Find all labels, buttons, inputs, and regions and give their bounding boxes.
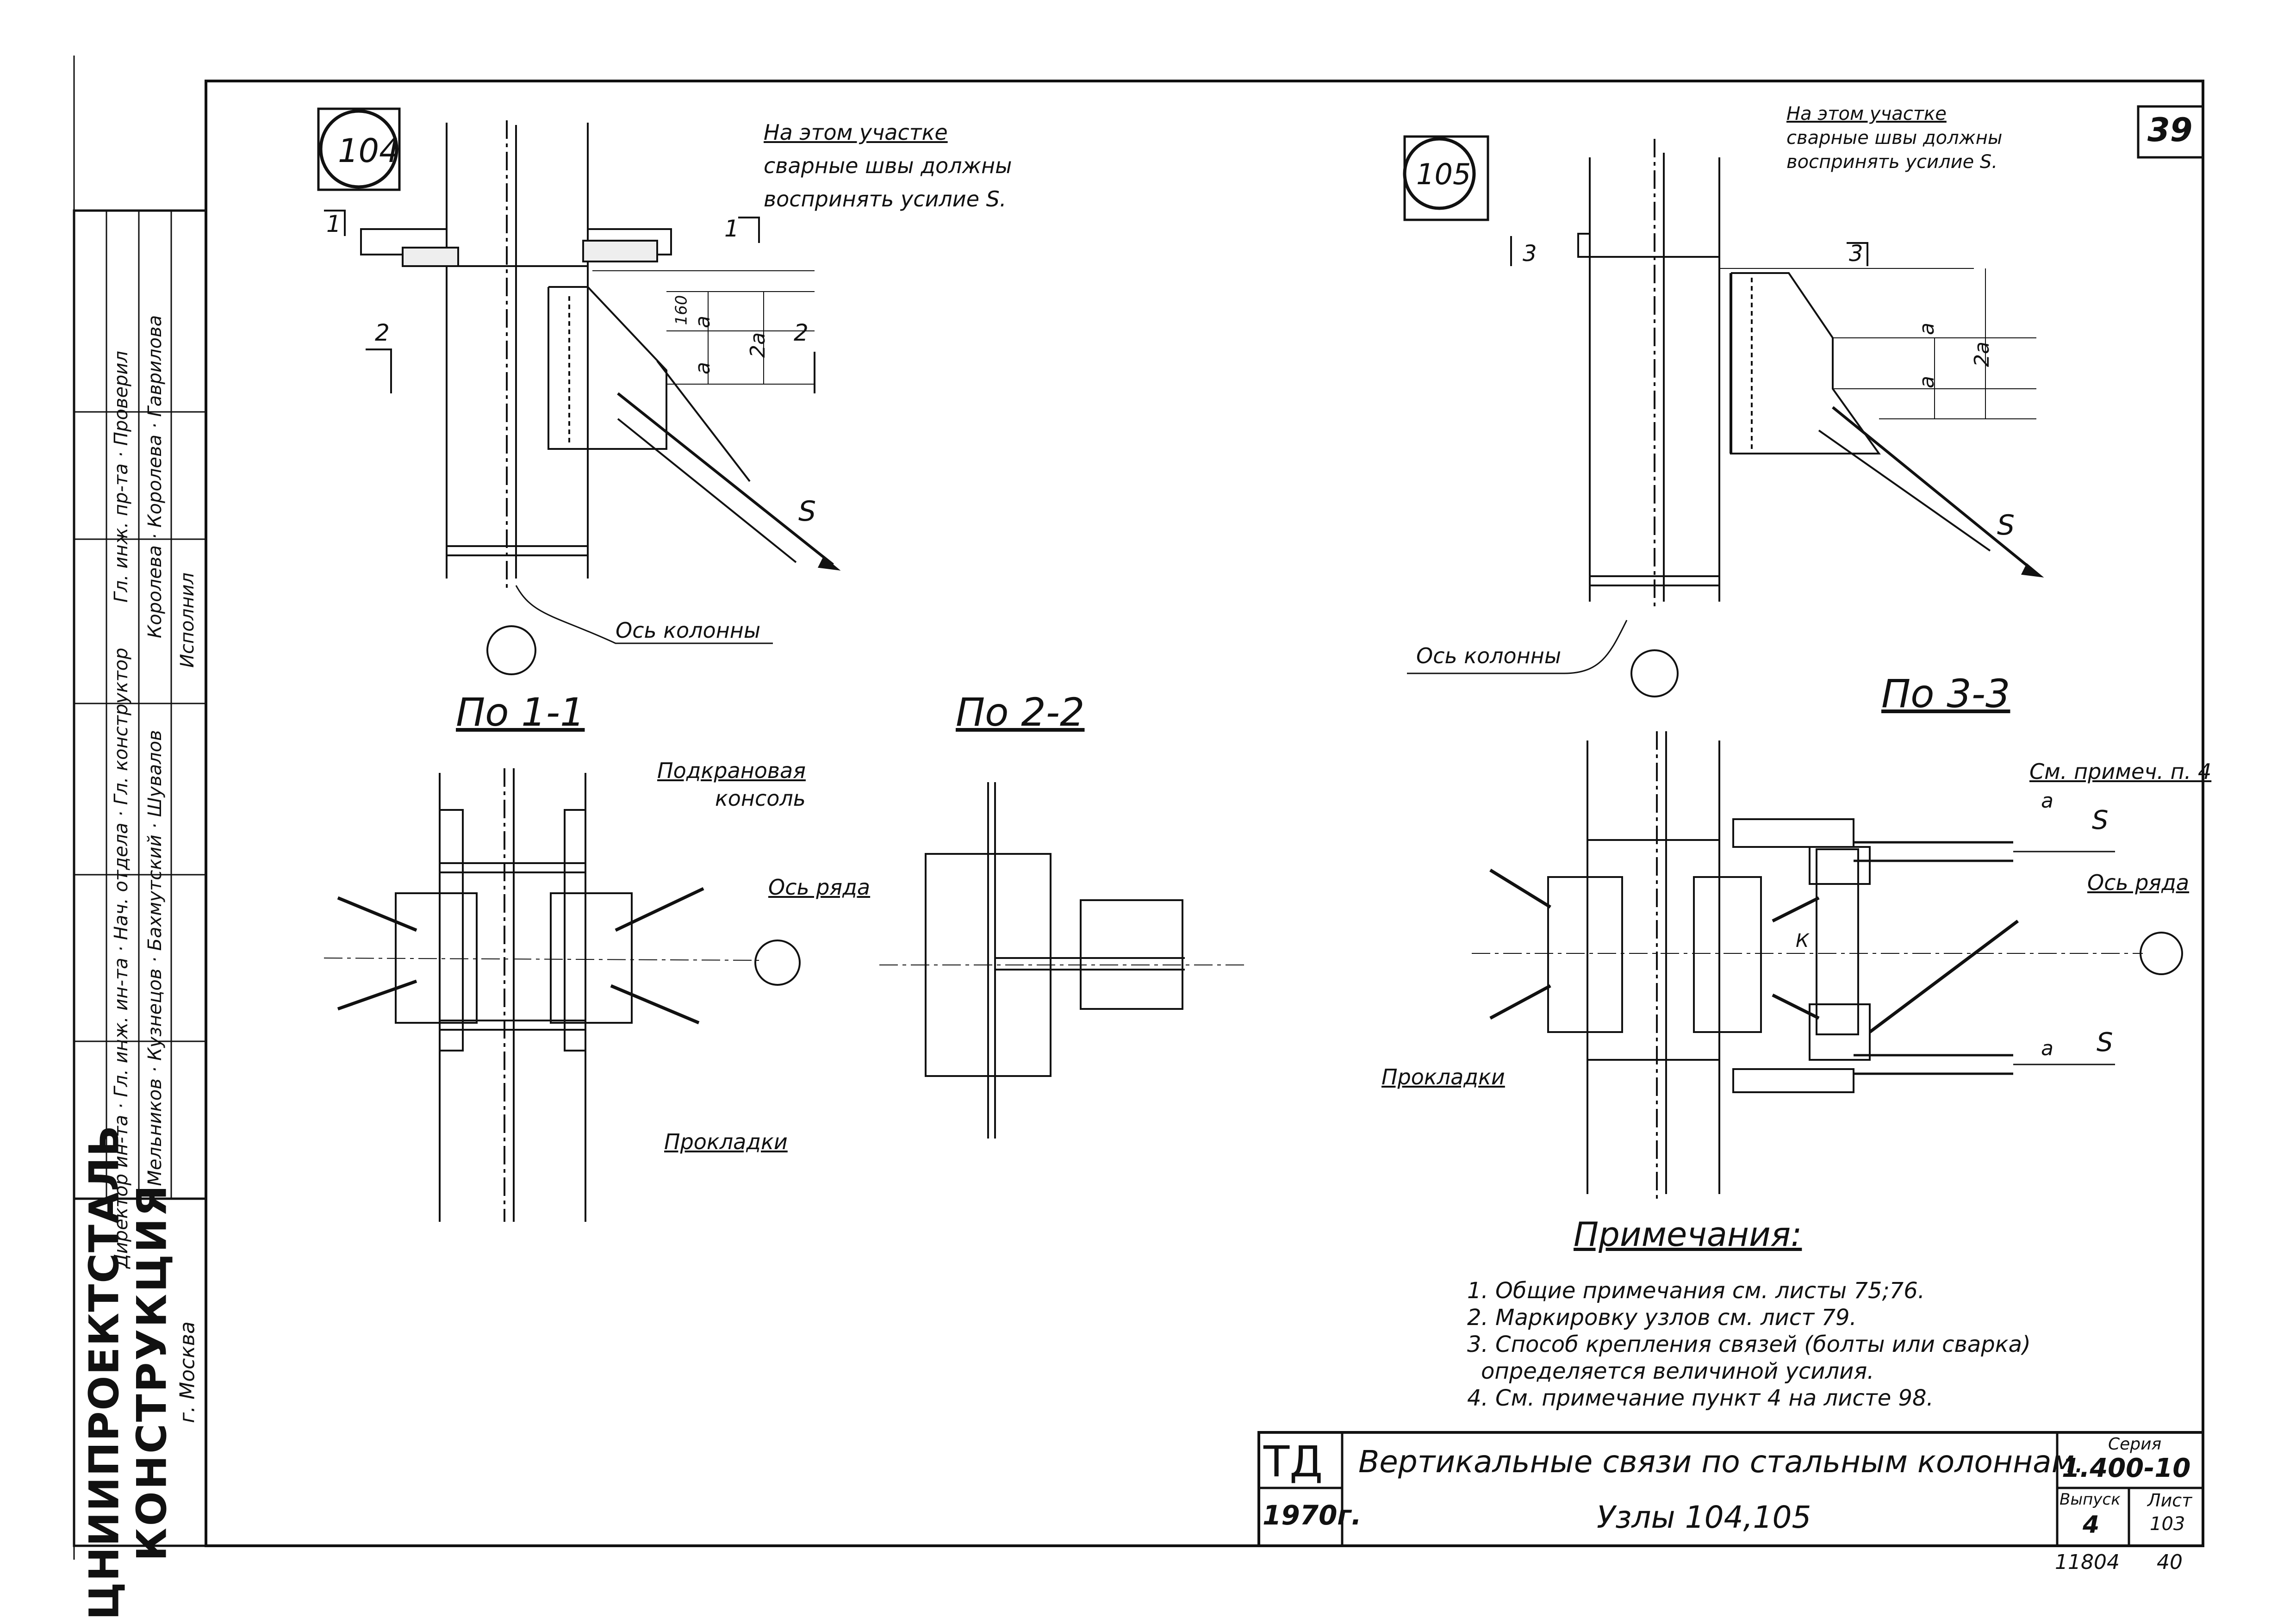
title-block-year: 1970г.	[1263, 1500, 1362, 1531]
section-3-3-title: По 3-3	[1881, 671, 2010, 716]
left-stamp	[73, 56, 207, 1560]
node-105-note-line: сварные швы должны	[1786, 127, 2003, 149]
section-1-1-console-label: Подкрановая консоль	[657, 757, 806, 812]
title-block-td: ТД	[1263, 1437, 1323, 1487]
title-block-issue-value: 4	[2083, 1511, 2100, 1539]
section-2-2-title: По 2-2	[956, 690, 1085, 735]
stamp-roles-upper: Гл. инж. пр-та · Проверил	[111, 351, 132, 603]
stamp-roles: Директор ин-та · Гл. инж. ин-та · Нач. о…	[111, 647, 132, 1269]
console-label-line: Подкрановая	[657, 758, 806, 783]
stamp-role: Гл. инж. ин-та	[111, 958, 132, 1097]
node-104-mark-1-right: 1	[724, 215, 739, 242]
stamp-names-upper: Королева · Королева · Гаврилова	[144, 315, 166, 639]
node-104-force: S	[798, 495, 816, 528]
section-1-1-pads-label: Прокладки	[664, 1129, 788, 1154]
node-105-number: 105	[1416, 157, 1471, 191]
node-104-dim-160: 160	[672, 295, 691, 325]
section-3-3-dim-a-bottom: а	[2041, 1037, 2053, 1060]
stamp-name: Королева	[144, 434, 166, 528]
note-item: 3. Способ крепления связей (болты или св…	[1467, 1332, 2031, 1357]
title-block-sheet-value: 103	[2150, 1513, 2185, 1535]
title-block-series-value: 1.400-10	[2062, 1453, 2191, 1483]
node-105-dim-2a: 2а	[1970, 342, 1994, 367]
notes-title: Примечания:	[1574, 1215, 1802, 1254]
node-105-force: S	[1997, 509, 2015, 541]
node-104-drawing	[317, 107, 841, 675]
section-3-3-force-bottom: S	[2097, 1027, 2113, 1058]
stamp-name: Кузнецов	[144, 968, 166, 1061]
organization-line2: КОНСТРУКЦИЯ	[128, 1183, 176, 1562]
section-3-3-force-top: S	[2092, 805, 2109, 835]
node-105-note-line: На этом участке	[1786, 103, 1947, 124]
note-item: определяется величиной усилия.	[1481, 1358, 1874, 1384]
node-104-note-line: сварные швы должны	[764, 153, 1012, 178]
stamp-names: Мельников · Кузнецов · Бахмутский · Шува…	[144, 730, 166, 1186]
node-104-mark-2-right: 2	[794, 319, 809, 346]
node-104-dim-a2: а	[691, 362, 715, 374]
note-item: 2. Маркировку узлов см. лист 79.	[1467, 1305, 1857, 1331]
sheet-number: 39	[2147, 111, 2193, 149]
node-105-axis-label: Ось колонны	[1416, 643, 1562, 668]
node-104-mark-1-left: 1	[326, 211, 341, 237]
title-block-bottom-right: 40	[2157, 1550, 2183, 1574]
node-105-dim-a2: а	[1915, 376, 1939, 388]
console-label-line: консоль	[715, 786, 806, 811]
node-104-dim-2a: 2а	[746, 332, 770, 358]
node-104-mark-2-left: 2	[375, 319, 390, 346]
node-105-mark-3-left: 3	[1523, 241, 1537, 267]
stamp-name: Гаврилова	[144, 315, 166, 417]
title-block	[1257, 1431, 2204, 1547]
node-104-number: 104	[338, 132, 400, 170]
stamp-roles-mid: Исполнил	[177, 572, 198, 668]
section-3-3-axis-label: Ось ряда	[2087, 870, 2190, 895]
stamp-role: Директор ин-та	[111, 1114, 132, 1269]
title-block-bottom-left: 11804	[2055, 1550, 2120, 1574]
sheet-number-box	[2137, 105, 2204, 159]
title-block-sheet-label: Лист	[2147, 1490, 2192, 1511]
section-3-3-pads-label: Прокладки	[1381, 1064, 1505, 1089]
section-1-1-axis-label: Ось ряда	[768, 875, 871, 900]
organization-city: г. Москва	[175, 1321, 199, 1423]
note-item: 4. См. примечание пункт 4 на листе 98.	[1467, 1385, 1934, 1411]
stamp-role: Исполнил	[177, 572, 198, 668]
notes-list: 1. Общие примечания см. листы 75;76. 2. …	[1467, 1277, 2031, 1412]
stamp-name: Мельников	[144, 1078, 166, 1186]
stamp-name: Шувалов	[144, 730, 166, 817]
note-item: 1. Общие примечания см. листы 75;76.	[1467, 1278, 1925, 1304]
title-block-title: Вертикальные связи по стальным колоннам.	[1358, 1444, 2084, 1480]
section-1-1-drawing	[324, 768, 801, 1222]
stamp-role: Гл. инж. пр-та	[111, 463, 132, 603]
section-3-3-k-label: К	[1796, 930, 1809, 952]
node-105-note: На этом участке сварные швы должны воспр…	[1786, 102, 2002, 174]
node-104-axis-label: Ось колонны	[616, 618, 761, 643]
node-105-note-line: воспринять усилие S.	[1786, 151, 1998, 173]
title-block-series-label: Серия	[2108, 1435, 2162, 1454]
organization-block: ЦНИИПРОЕКТСТАЛЬ КОНСТРУКЦИЯ г. Москва	[81, 1125, 199, 1620]
stamp-role: Нач. отдела	[111, 822, 132, 940]
section-3-3-drawing	[1472, 731, 2183, 1203]
section-1-1-title: По 1-1	[456, 690, 585, 735]
node-105-mark-3-right: 3	[1849, 241, 1863, 267]
title-block-subtitle: Узлы 104,105	[1597, 1500, 1811, 1535]
stamp-role: Проверил	[111, 351, 132, 446]
stamp-name: Бахмутский	[144, 834, 166, 951]
stamp-name: Королева	[144, 545, 166, 639]
node-104-note-line: воспринять усилие S.	[764, 187, 1007, 212]
node-104-dim-a1: а	[691, 316, 715, 328]
node-104-note: На этом участке сварные швы должны воспр…	[764, 116, 1012, 216]
node-105-dim-a1: а	[1915, 323, 1939, 335]
node-105-drawing	[1403, 135, 2044, 697]
node-104-note-line: На этом участке	[764, 120, 948, 145]
title-block-issue-label: Выпуск	[2060, 1490, 2121, 1509]
section-3-3-dim-a-top: а	[2041, 789, 2053, 813]
section-3-3-note-label: См. примеч. п. 4	[2029, 759, 2212, 784]
stamp-role: Гл. конструктор	[111, 647, 132, 805]
section-2-2-drawing	[879, 782, 1245, 1139]
